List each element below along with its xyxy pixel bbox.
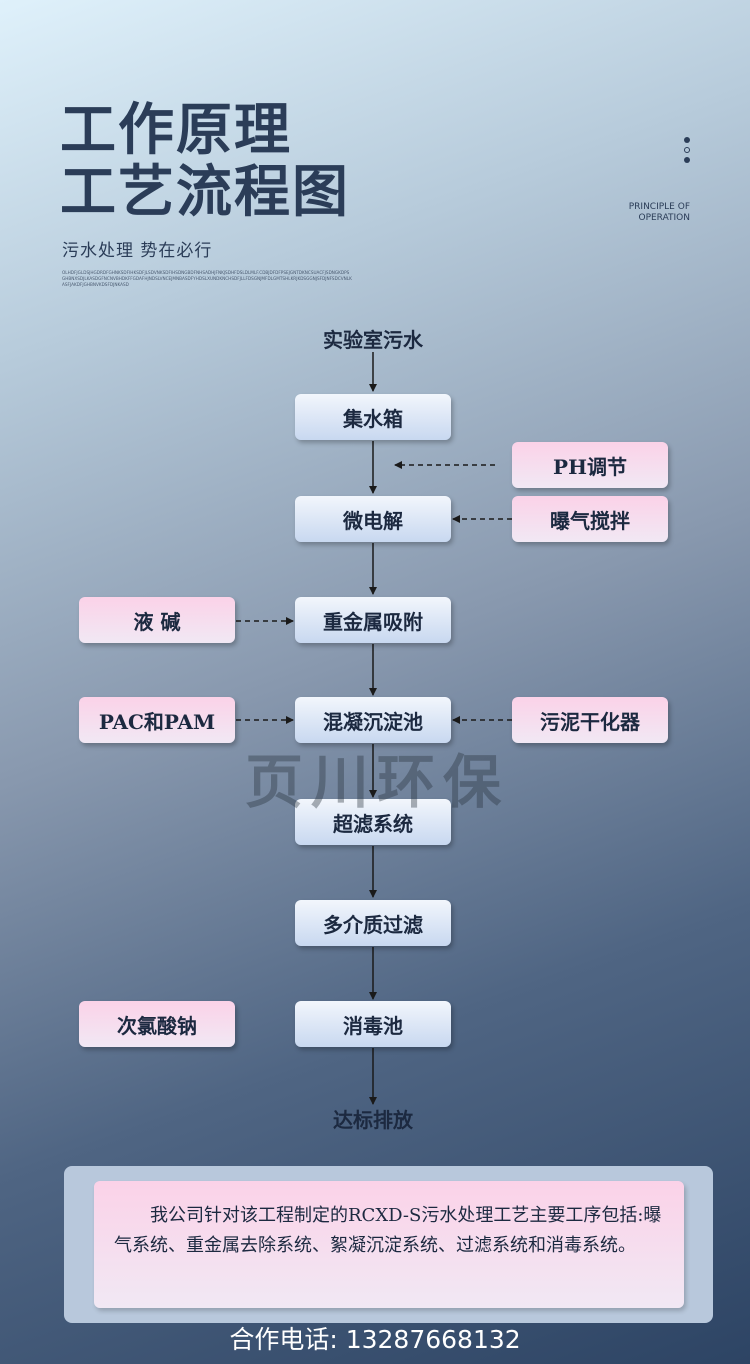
- input-sludge-dryer: 污泥干化器: [512, 697, 668, 743]
- input-ph-adjust: PH调节: [512, 442, 668, 488]
- step-heavy-metal-adsorption: 重金属吸附: [295, 597, 451, 643]
- flow-end-label: 达标排放: [333, 1108, 413, 1132]
- step-micro-electrolysis: 微电解: [295, 496, 451, 542]
- step-disinfection-tank: 消毒池: [295, 1001, 451, 1047]
- input-pac-pam: PAC和PAM: [79, 697, 235, 743]
- step-collection-tank: 集水箱: [295, 394, 451, 440]
- title-line-2: 工艺流程图: [60, 160, 350, 225]
- subtitle: 污水处理 势在必行: [62, 241, 213, 261]
- title-line-1: 工作原理: [60, 98, 292, 163]
- principle-label: PRINCIPLE OF OPERATION: [628, 202, 690, 223]
- step-coagulation-tank: 混凝沉淀池: [295, 697, 451, 743]
- flow-start-label: 实验室污水: [323, 328, 423, 352]
- input-aeration: 曝气搅拌: [512, 496, 668, 542]
- watermark: 页川环保: [245, 748, 510, 816]
- input-hypochlorite: 次氯酸钠: [79, 1001, 235, 1047]
- decorative-text: OLHDFJGLDSJHGDRDFGHNKSDFIHKSDFJLSDVNKSDF…: [62, 270, 352, 287]
- input-alkali: 液 碱: [79, 597, 235, 643]
- step-ultrafiltration: 超滤系统: [295, 799, 451, 845]
- step-multimedia-filter: 多介质过滤: [295, 900, 451, 946]
- dots-menu-icon: [684, 137, 690, 167]
- contact-phone: 合作电话: 13287668132: [229, 1325, 521, 1354]
- description-text: 我公司针对该工程制定的RCXD-S污水处理工艺主要工序包括:曝气系统、重金属去除…: [94, 1181, 684, 1308]
- page-title: 工作原理 工艺流程图: [60, 100, 350, 224]
